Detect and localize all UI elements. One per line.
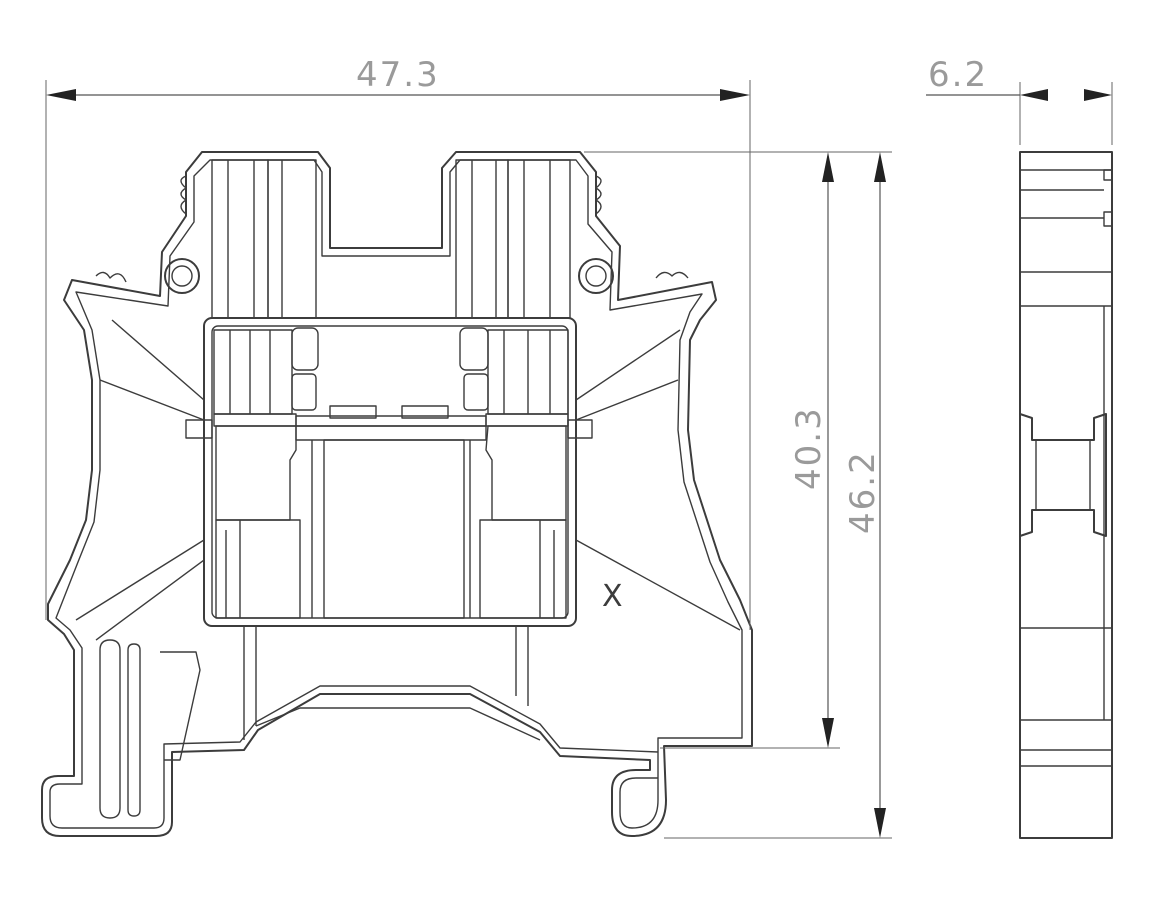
right-serration	[595, 175, 602, 215]
front-view: X	[41, 151, 753, 837]
left-conductor-channel	[211, 159, 317, 319]
right-clamp-cage	[459, 327, 593, 619]
right-screw-hole	[578, 258, 614, 294]
left-serration	[180, 175, 187, 215]
side-view-screw	[1019, 413, 1107, 537]
dimension-overall-height-label: 46.2	[843, 450, 883, 534]
right-conductor-channel	[455, 159, 571, 319]
dimension-inner-height: 40.3	[584, 151, 840, 749]
dimension-side-thickness: 6.2	[926, 55, 1113, 145]
dimension-overall-width: 47.3	[45, 55, 751, 630]
side-view-outline	[1019, 151, 1113, 839]
clamp-housing	[203, 317, 577, 627]
side-view	[1019, 151, 1113, 839]
right-shoulder-notch	[655, 271, 689, 279]
front-view-outline	[41, 151, 753, 837]
marking-x: X	[602, 579, 623, 614]
dimension-overall-height: 46.2	[664, 151, 892, 839]
left-clamp-cage	[185, 327, 319, 619]
dimension-inner-height-label: 40.3	[789, 406, 829, 490]
din-rail-foot	[99, 626, 541, 819]
dimension-overall-width-label: 47.3	[356, 55, 440, 95]
dimension-side-thickness-label: 6.2	[928, 55, 988, 95]
front-view-inner-outline	[49, 159, 743, 829]
diagonal-ribs	[75, 319, 741, 641]
left-shoulder-notch	[95, 271, 127, 283]
current-bar	[295, 405, 487, 619]
clamp-housing-inner	[211, 325, 569, 619]
left-screw-hole	[164, 258, 200, 294]
